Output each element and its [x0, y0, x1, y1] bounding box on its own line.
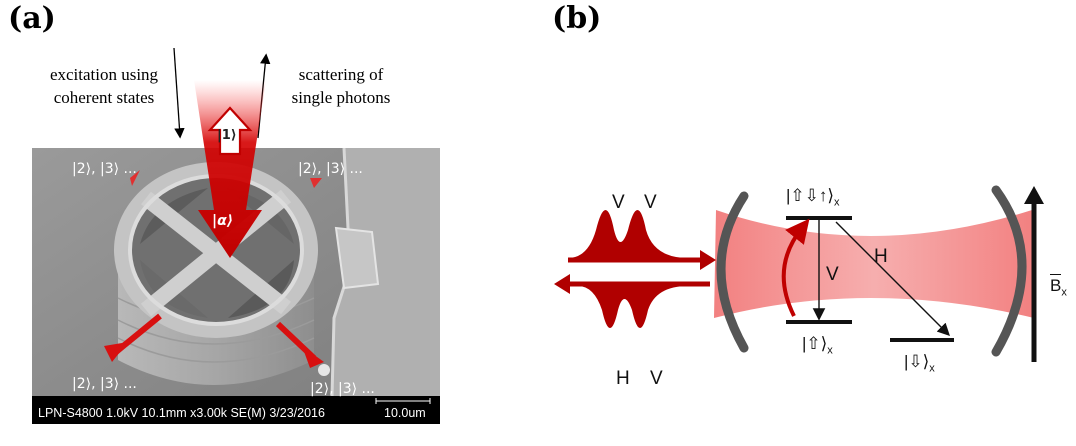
state-ground-up: |⇧⟩x	[802, 334, 833, 356]
scattering-caption: scattering of single photons	[266, 63, 416, 109]
ket-alpha-label: |α⟩	[212, 213, 234, 229]
state-biexciton-sub: x	[834, 196, 840, 209]
panel-b-label: (b)	[552, 1, 602, 36]
state-ground-up-ket: |⇧⟩	[802, 334, 828, 353]
pulse-bottom-label-1: H	[616, 368, 630, 389]
pulse-top-label-1: V	[612, 192, 625, 213]
reflected-pulse	[578, 286, 688, 328]
state-ground-down-sub: x	[929, 362, 935, 375]
sem-micrograph	[32, 148, 440, 424]
scattering-caption-line2: single photons	[291, 88, 391, 107]
coherent-beam	[194, 80, 266, 258]
state-ground-down: |⇩⟩x	[904, 352, 935, 374]
multi-photon-label-top-left: |2⟩, |3⟩ ...	[72, 161, 137, 177]
excitation-caption-line1: excitation using	[49, 65, 159, 84]
incoming-pulse	[568, 210, 688, 258]
scattering-caption-line1: scattering of	[298, 65, 384, 84]
cavity-diagram	[554, 185, 1044, 362]
magnetic-field-sub: x	[1061, 286, 1067, 299]
excitation-arrow	[173, 47, 185, 139]
transition-v-label: V	[826, 264, 839, 285]
excitation-curved-arrow	[781, 218, 810, 317]
multi-photon-label-bottom-left: |2⟩, |3⟩ ...	[72, 376, 137, 392]
sem-scale-value: 10.0um	[384, 406, 426, 420]
excitation-caption-line2: coherent states	[53, 88, 155, 107]
ket-one-label: |1⟩	[217, 128, 237, 143]
state-ground-up-sub: x	[827, 344, 833, 357]
pulse-top-label-2: V	[644, 192, 657, 213]
panel-a-label: (a)	[8, 1, 56, 36]
state-biexciton: |⇧⇩↑⟩x	[786, 186, 840, 208]
right-mirror	[991, 185, 1027, 357]
multi-photon-label-top-right: |2⟩, |3⟩ ...	[298, 161, 363, 177]
excitation-caption: excitation using coherent states	[14, 63, 194, 109]
transition-h-arrow	[835, 221, 950, 336]
sem-image: LPN-S4800 1.0kV 10.1mm x3.00k SE(M) 3/23…	[32, 148, 440, 424]
state-ground-down-ket: |⇩⟩	[904, 352, 930, 371]
magnetic-field-label: Bx	[1050, 274, 1067, 299]
sem-info-text: LPN-S4800 1.0kV 10.1mm x3.00k SE(M) 3/23…	[38, 406, 325, 420]
magnetic-field-symbol: B	[1050, 274, 1062, 295]
transition-h-label: H	[874, 246, 888, 267]
pulse-bottom-label-2: V	[650, 368, 663, 389]
left-mirror	[716, 191, 749, 353]
state-biexciton-ket: |⇧⇩↑⟩	[786, 186, 835, 205]
multi-photon-label-bottom-right: |2⟩, |3⟩ ...	[310, 381, 375, 397]
